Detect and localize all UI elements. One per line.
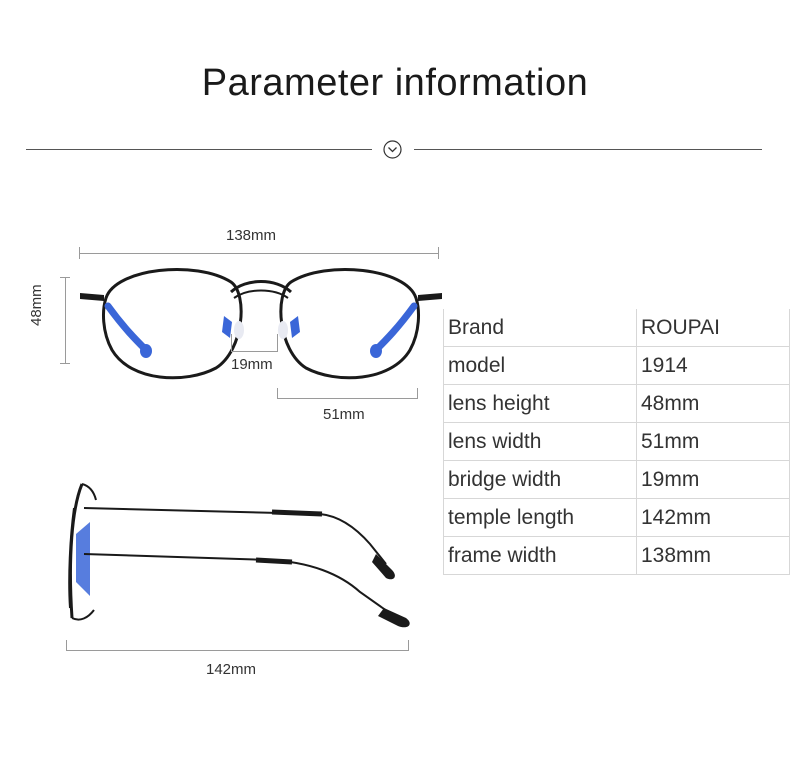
- frame-width-tick-right: [438, 247, 439, 259]
- spec-value: 48mm: [636, 384, 790, 423]
- spec-value: ROUPAI: [636, 309, 790, 347]
- temple-length-tick-left: [66, 640, 67, 651]
- frame-width-tick-left: [79, 247, 80, 259]
- spec-value: 19mm: [636, 460, 790, 499]
- frame-width-label: 138mm: [226, 227, 277, 244]
- page-title: Parameter information: [201, 62, 589, 104]
- chevron-down-circle-icon: [383, 140, 402, 159]
- spec-label: Brand: [443, 309, 637, 347]
- bridge-width-tick-left: [231, 334, 232, 352]
- bridge-width-line: [231, 351, 277, 352]
- temple-length-tick-right: [408, 640, 409, 651]
- table-row: bridge width 19mm: [443, 460, 790, 499]
- temple-length-line: [66, 650, 408, 651]
- divider-left: [26, 149, 372, 150]
- table-row: lens height 48mm: [443, 384, 790, 423]
- bridge-width-label: 19mm: [231, 356, 273, 373]
- table-row: model 1914: [443, 346, 790, 385]
- lens-height-tick-bottom: [60, 363, 70, 364]
- spec-label: model: [443, 346, 637, 385]
- bridge-width-tick-right: [277, 334, 278, 352]
- lens-width-tick-left: [277, 388, 278, 399]
- spec-table: Brand ROUPAI model 1914 lens height 48mm…: [443, 309, 790, 575]
- temple-length-label: 142mm: [206, 661, 257, 678]
- table-row: frame width 138mm: [443, 536, 790, 575]
- lens-height-line: [65, 277, 66, 363]
- lens-height-tick-top: [60, 277, 70, 278]
- lens-width-label: 51mm: [323, 406, 365, 423]
- frame-width-line: [79, 253, 438, 254]
- glasses-side-illustration: [68, 483, 410, 628]
- spec-value: 142mm: [636, 498, 790, 537]
- spec-value: 1914: [636, 346, 790, 385]
- table-row: lens width 51mm: [443, 422, 790, 461]
- divider-right: [414, 149, 762, 150]
- lens-height-label: 48mm: [28, 284, 45, 326]
- spec-label: frame width: [443, 536, 637, 575]
- spec-label: bridge width: [443, 460, 637, 499]
- glasses-front-illustration: [80, 267, 442, 380]
- lens-width-line: [277, 398, 417, 399]
- spec-value: 138mm: [636, 536, 790, 575]
- table-row: Brand ROUPAI: [443, 309, 790, 347]
- spec-label: lens width: [443, 422, 637, 461]
- table-row: temple length 142mm: [443, 498, 790, 537]
- spec-label: lens height: [443, 384, 637, 423]
- spec-value: 51mm: [636, 422, 790, 461]
- lens-width-tick-right: [417, 388, 418, 399]
- spec-label: temple length: [443, 498, 637, 537]
